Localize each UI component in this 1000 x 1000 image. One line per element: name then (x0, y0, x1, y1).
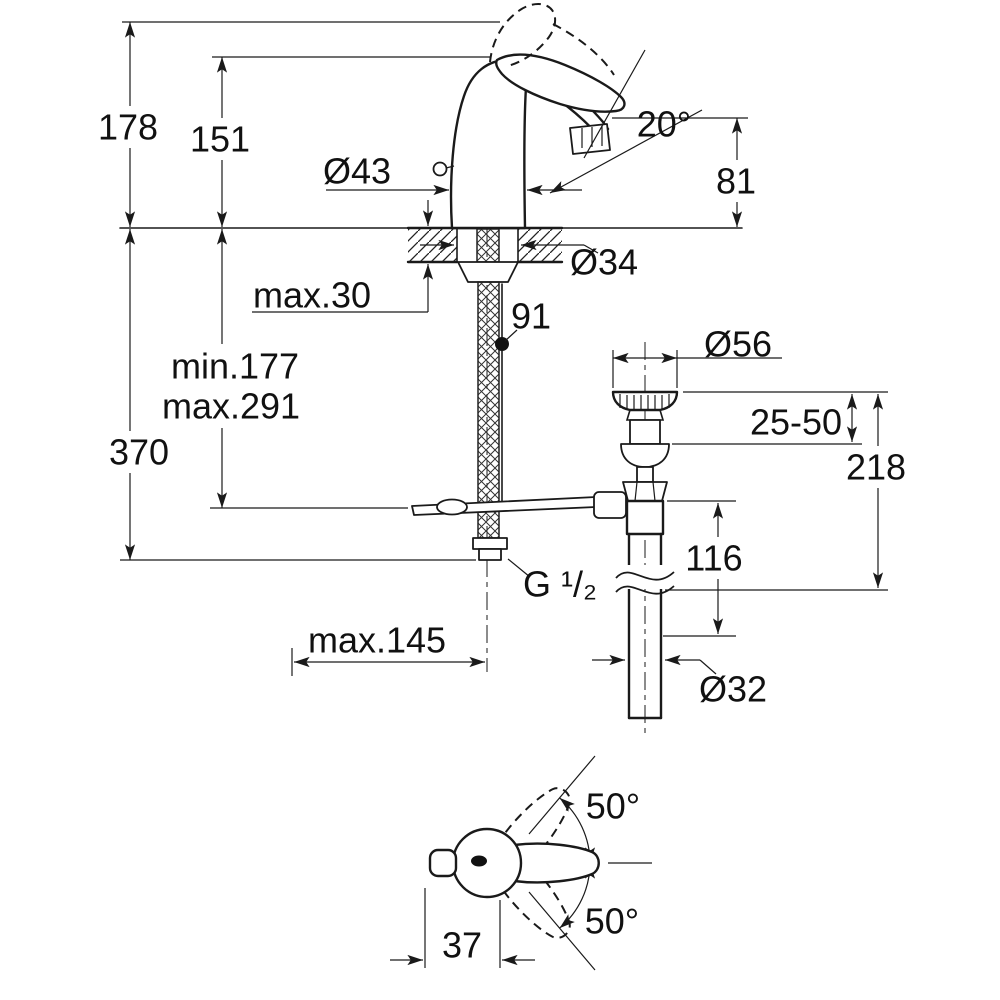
label-370: 370 (109, 432, 169, 473)
faucet-front-view (428, 755, 652, 971)
label-50deg-top: 50° (586, 786, 640, 827)
faucet-body-front (451, 827, 523, 899)
dim-line-20deg-ref (583, 49, 646, 159)
lever-loop (436, 498, 468, 516)
lever-boss (593, 491, 627, 519)
leader-g12 (507, 558, 531, 578)
drain-bowl (620, 443, 670, 468)
label-20deg: 20° (637, 104, 691, 145)
side-knob (428, 848, 458, 878)
label-dia43: Ø43 (323, 151, 391, 192)
pipe-break-line-2 (615, 585, 675, 595)
label-37: 37 (442, 925, 482, 966)
pipe-break-line-1 (615, 571, 675, 581)
label-218: 218 (846, 447, 906, 488)
mounting-washer (457, 261, 519, 283)
swing-line-lower (528, 891, 596, 971)
label-50deg-bottom: 50° (585, 901, 639, 942)
dim-line-20deg (549, 109, 703, 194)
label-25-50: 25-50 (750, 402, 842, 443)
flexible-hose (477, 281, 500, 539)
label-91: 91 (511, 296, 551, 337)
supply-hose-assembly (411, 228, 597, 561)
lever-pin-detail (432, 161, 448, 177)
label-81: 81 (716, 161, 756, 202)
label-max145: max.145 (308, 620, 446, 661)
label-backgrounds (94, 106, 912, 579)
label-g12: G ¹/₂ (523, 564, 597, 605)
logo-dot (471, 855, 487, 867)
label-min177: min.177 (171, 346, 299, 387)
pop-up-drain-assembly (593, 390, 679, 720)
hose-nut (472, 537, 508, 550)
dimension-labels: 178 151 Ø43 20° 81 Ø34 max.30 91 min.177… (98, 104, 906, 966)
faucet-handle-side (495, 53, 626, 113)
extension-lines (120, 21, 888, 968)
drain-stem (636, 466, 654, 483)
label-max291: max.291 (162, 386, 300, 427)
label-178: 178 (98, 107, 158, 148)
label-dia34: Ø34 (570, 242, 638, 283)
faucet-side-view (432, 3, 626, 230)
dimension-lines (124, 21, 884, 966)
swing-line-upper (528, 755, 596, 835)
handle-sweep-dashed (552, 23, 615, 76)
handle-raised-dashed (489, 3, 557, 67)
label-dia56: Ø56 (704, 324, 772, 365)
drain-neck (629, 419, 661, 445)
label-max30: max.30 (253, 275, 371, 316)
drain-nut (622, 481, 668, 502)
drain-flange (611, 390, 679, 412)
threaded-shank (476, 228, 500, 263)
label-dia32: Ø32 (699, 669, 767, 710)
aerator (569, 123, 611, 155)
handle-front (512, 842, 600, 884)
hose-end (478, 548, 502, 561)
leader-91 (504, 329, 518, 342)
drain-tee (625, 499, 665, 536)
label-116: 116 (685, 538, 742, 579)
label-151: 151 (190, 119, 250, 160)
